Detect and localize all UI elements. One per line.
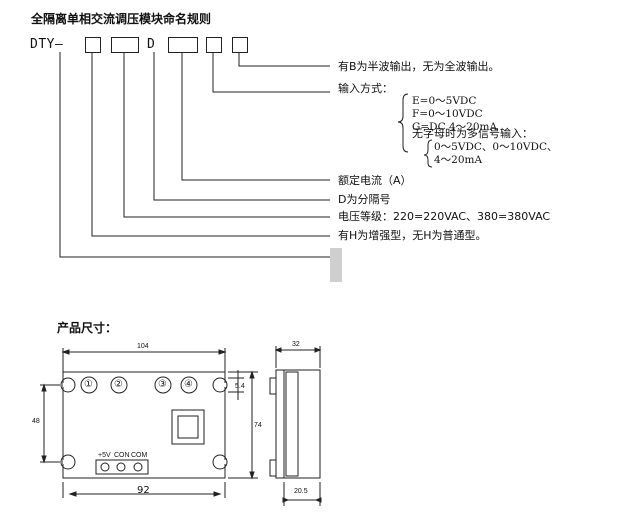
terminal-label-1: ① [84,379,93,390]
dim-line-left [40,384,60,463]
rule-input-mode: 输入方式： [338,82,393,95]
multi-signal-brace [423,139,433,168]
gray-bar [330,248,342,282]
label-con: CON [114,452,130,459]
side-view-tab-bottom [269,459,277,477]
side-view-heatsink [285,371,299,477]
option-box-b [232,37,248,53]
option-box-current [168,37,198,53]
terminal-3 [154,376,172,394]
leader-line-h [91,52,330,237]
dim-height-right: 74 [254,422,262,429]
leader-lines [59,52,433,258]
label-plus5v: +5V [98,452,111,459]
input-brace [397,93,409,153]
transformer-block [171,409,205,445]
rule-half-wave: 有B为半波输出，无为全波输出。 [338,60,500,73]
dim-line-bottom [62,482,226,498]
rule-multi-signal: 无字母时为多信号输入： [412,127,533,140]
rule-enhanced: 有H为增强型，无H为普通型。 [338,229,487,242]
leader-line-input [212,52,330,93]
model-separator-d: D [147,37,156,52]
dim-height-left: 48 [32,418,40,425]
leader-line-d [153,52,330,201]
control-screw-3 [133,462,143,472]
dim-width-top: 104 [137,343,149,350]
side-view-body [283,369,321,479]
option-box-h [85,37,101,53]
multi-signal-value-2: 4～20mA [434,154,483,166]
leader-line-voltage [123,52,330,218]
option-box-input [206,37,222,53]
option-box-voltage [111,37,139,53]
input-option-f: F=0～10VDC [412,108,483,120]
side-view-base [275,369,285,479]
model-prefix: DTY— [30,37,64,52]
mount-hole-tr [212,377,228,393]
terminal-label-4: ④ [184,379,193,390]
leader-line-base [59,52,330,258]
dimensions-title: 产品尺寸： [57,321,118,335]
terminal-1 [80,376,98,394]
dim-width-bottom: 92 [137,485,150,496]
side-view-tab-top [269,377,277,395]
terminal-4 [180,376,198,394]
terminal-label-2: ② [114,379,123,390]
dim-line-right [228,371,258,479]
input-option-g: G=DC 4～20mA [412,121,498,133]
leader-line-current [181,52,330,181]
dim-line-top [62,348,226,372]
rule-rated-current: 额定电流（A） [338,174,412,187]
terminal-2 [110,376,128,394]
dim-side-bottom-label: 20.5 [294,488,308,495]
mount-hole-br [212,454,228,470]
input-option-e: E=0～5VDC [412,95,477,107]
dim-side-top [275,346,321,368]
control-screw-1 [100,462,110,472]
leader-line-b [238,52,330,67]
dim-line-offset [228,370,244,400]
multi-signal-value-1: 0～5VDC、0～10VDC、 [434,141,558,153]
dim-side-width: 32 [292,341,300,348]
label-com: COM [131,452,148,459]
module-outline [62,371,226,479]
rule-voltage-grade: 电压等级：220=220VAC、380=380VAC [338,210,551,223]
dim-hole-offset: 5.4 [235,383,245,390]
terminal-label-3: ③ [158,379,167,390]
rule-isolation: D为分隔号 [338,193,391,206]
mount-hole-bl [60,454,76,470]
transformer-core [177,415,199,439]
diagram-title: 全隔离单相交流调压模块命名规则 [31,12,212,26]
mount-hole-tl [60,377,76,393]
control-terminal-block [95,459,149,475]
control-screw-2 [116,462,126,472]
